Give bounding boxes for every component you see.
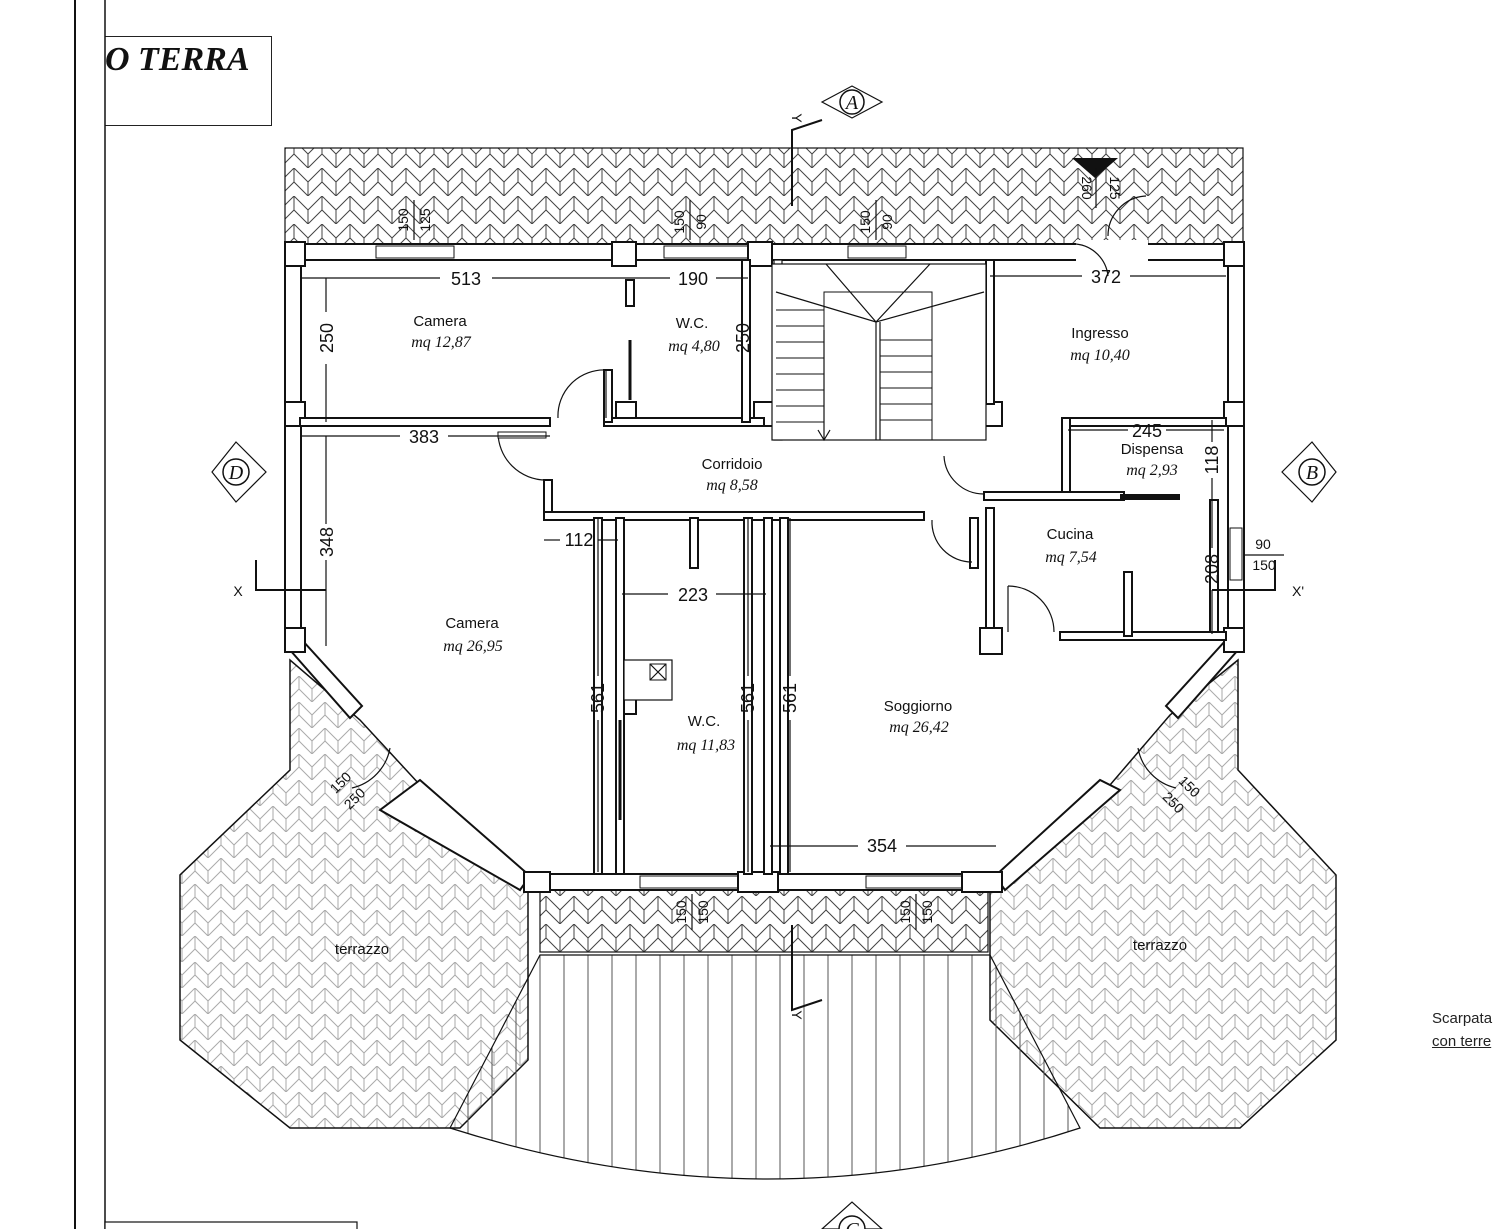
dim-561-c: 561 bbox=[780, 683, 800, 713]
entry-arrow-icon bbox=[1072, 158, 1118, 178]
room-label-wc-1: W.C. bbox=[676, 315, 709, 332]
svg-text:150: 150 bbox=[671, 210, 687, 234]
side-note-line2: con terre bbox=[1432, 1033, 1492, 1050]
section-cuts bbox=[255, 119, 1276, 1012]
svg-text:90: 90 bbox=[693, 214, 709, 230]
room-label-soggiorno: Soggiorno bbox=[884, 698, 952, 715]
room-area-soggiorno: mq 26,42 bbox=[889, 719, 949, 736]
svg-text:B: B bbox=[1306, 462, 1318, 484]
dim-513: 513 bbox=[451, 269, 481, 289]
dim-245: 245 bbox=[1132, 421, 1162, 441]
dim-223: 223 bbox=[678, 585, 708, 605]
axis-label-y-top: Y bbox=[789, 113, 805, 123]
svg-text:150: 150 bbox=[919, 900, 935, 924]
svg-text:150: 150 bbox=[897, 900, 913, 924]
dim-561-b: 561 bbox=[738, 683, 758, 713]
dim-190: 190 bbox=[678, 269, 708, 289]
room-area-corridoio: mq 8,58 bbox=[706, 477, 758, 494]
svg-text:A: A bbox=[844, 92, 859, 114]
side-note-line1: Scarpata bbox=[1432, 1010, 1493, 1027]
svg-text:D: D bbox=[228, 462, 244, 484]
dim-250-wc: 250 bbox=[733, 323, 753, 353]
staircase bbox=[771, 263, 987, 442]
section-mark-c: C bbox=[821, 1201, 883, 1229]
room-area-camera-1: mq 12,87 bbox=[411, 334, 472, 351]
dimension-lines bbox=[302, 270, 1226, 872]
title-block: O TERRA bbox=[105, 36, 272, 126]
dim-208: 208 bbox=[1202, 554, 1222, 584]
room-area-dispensa: mq 2,93 bbox=[1126, 462, 1178, 479]
svg-text:260: 260 bbox=[1079, 176, 1095, 200]
section-mark-b: B bbox=[1281, 441, 1337, 503]
dim-348: 348 bbox=[317, 527, 337, 557]
svg-text:150: 150 bbox=[673, 900, 689, 924]
section-mark-a: A bbox=[820, 85, 884, 119]
room-label-camera-1: Camera bbox=[413, 313, 467, 330]
svg-text:C: C bbox=[845, 1219, 859, 1229]
room-label-ingresso: Ingresso bbox=[1071, 325, 1129, 342]
room-area-wc-1: mq 4,80 bbox=[668, 338, 720, 355]
dim-372: 372 bbox=[1091, 267, 1121, 287]
svg-text:150: 150 bbox=[1252, 557, 1276, 573]
room-label-terrazzo-left: terrazzo bbox=[335, 941, 389, 958]
room-label-dispensa: Dispensa bbox=[1121, 441, 1184, 458]
window-kitchen bbox=[1229, 527, 1243, 581]
wall-left bbox=[284, 243, 302, 645]
window-wc-top bbox=[663, 245, 749, 259]
svg-text:150: 150 bbox=[395, 208, 411, 232]
room-label-camera-2: Camera bbox=[445, 615, 499, 632]
dim-112: 112 bbox=[565, 530, 594, 550]
axis-label-x-right: X' bbox=[1292, 583, 1304, 599]
svg-text:150: 150 bbox=[857, 210, 873, 234]
window-bottom-2 bbox=[865, 875, 963, 889]
svg-text:125: 125 bbox=[1107, 176, 1123, 200]
room-label-corridoio: Corridoio bbox=[702, 456, 763, 473]
section-mark-d: D bbox=[211, 441, 267, 503]
bottom-paving bbox=[539, 889, 989, 953]
axis-label-x-left: X bbox=[233, 583, 243, 599]
svg-text:90: 90 bbox=[1255, 536, 1271, 552]
terrace-left bbox=[179, 658, 529, 1129]
room-area-ingresso: mq 10,40 bbox=[1070, 347, 1130, 364]
terrace-right bbox=[989, 658, 1337, 1129]
entry-gap bbox=[1076, 240, 1148, 262]
door-swings bbox=[351, 195, 1177, 820]
svg-text:125: 125 bbox=[417, 208, 433, 232]
dim-118: 118 bbox=[1202, 446, 1222, 475]
wall-right bbox=[1227, 243, 1245, 645]
window-camera-top bbox=[375, 245, 455, 259]
room-label-terrazzo-right: terrazzo bbox=[1133, 937, 1187, 954]
window-stair-top bbox=[847, 245, 907, 259]
bottom-title-block bbox=[104, 1221, 358, 1229]
plank-deck bbox=[449, 954, 1081, 1180]
dim-383: 383 bbox=[409, 427, 439, 447]
dim-250-camera: 250 bbox=[317, 323, 337, 353]
room-area-cucina: mq 7,54 bbox=[1045, 549, 1097, 566]
svg-text:90: 90 bbox=[879, 214, 895, 230]
dim-561-a: 561 bbox=[588, 683, 608, 713]
room-area-camera-2: mq 26,95 bbox=[443, 638, 503, 655]
dim-354: 354 bbox=[867, 836, 897, 856]
room-label-wc-2: W.C. bbox=[688, 713, 721, 730]
drawing-title: O TERRA bbox=[105, 41, 250, 78]
room-area-wc-2: mq 11,83 bbox=[677, 737, 735, 754]
axis-label-y-bottom: Y bbox=[789, 1010, 805, 1020]
window-bottom-1 bbox=[639, 875, 739, 889]
svg-text:150: 150 bbox=[695, 900, 711, 924]
room-label-cucina: Cucina bbox=[1047, 526, 1094, 543]
